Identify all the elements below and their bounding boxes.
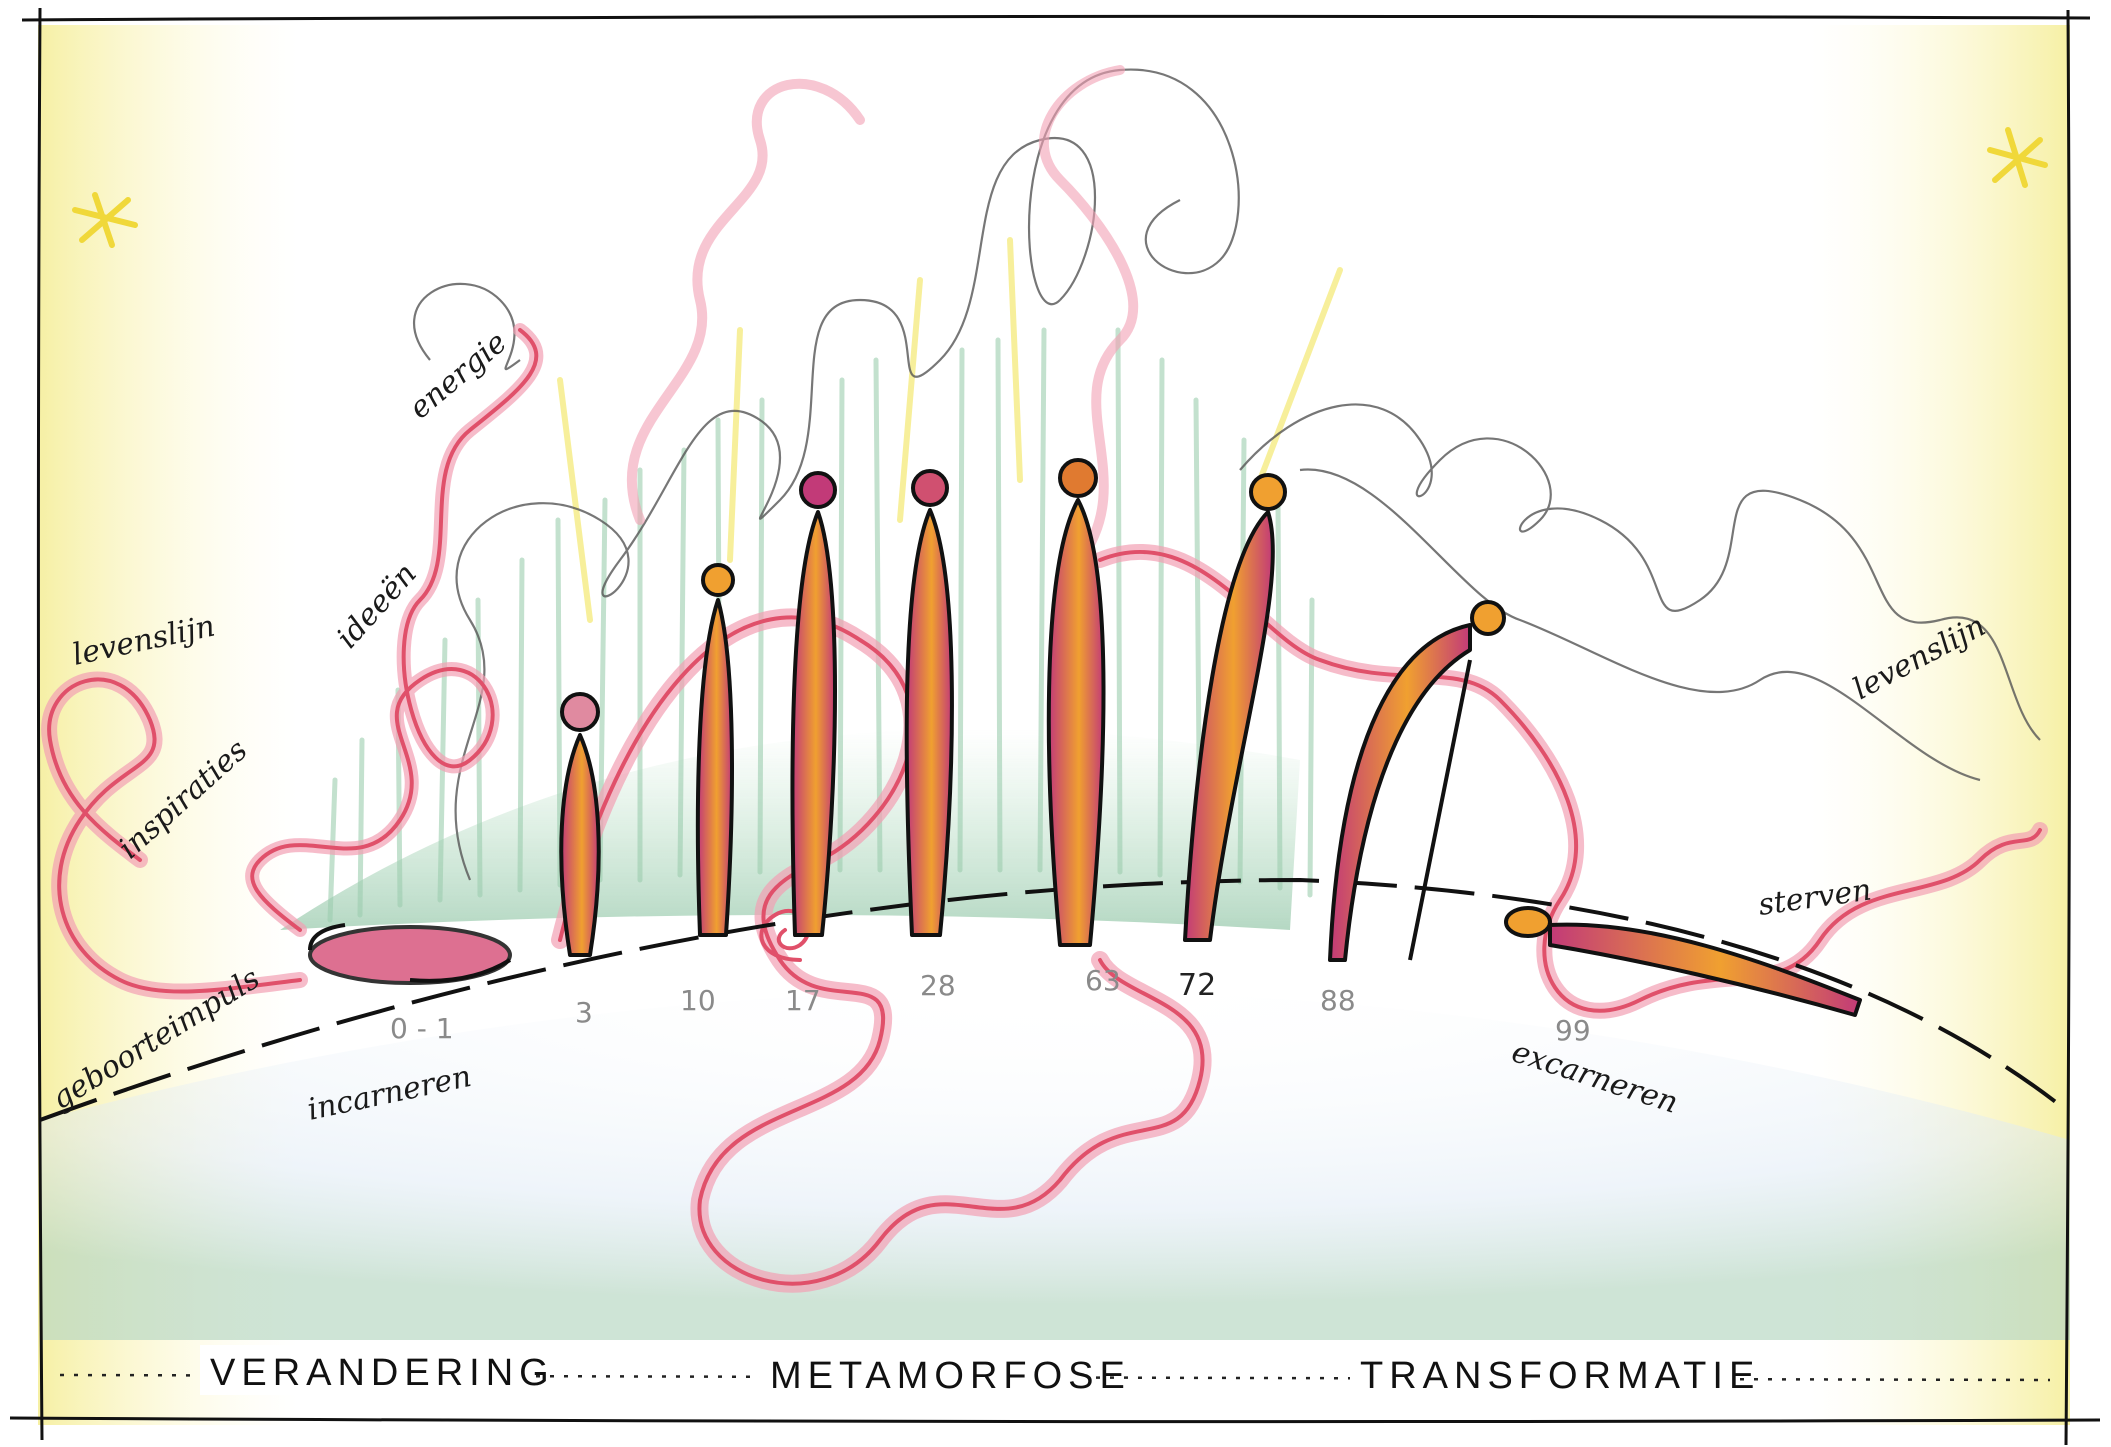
phase-labels: VERANDERING METAMORFOSE TRANSFORMATIE <box>200 1345 1760 1397</box>
phase-transformatie: TRANSFORMATIE <box>1360 1355 1760 1397</box>
phase-verandering: VERANDERING <box>210 1352 555 1394</box>
human-figure-icon <box>907 471 952 935</box>
age-label: 10 <box>680 984 716 1017</box>
human-figure-icon <box>698 565 733 935</box>
earth-shading <box>40 990 2070 1340</box>
figures <box>310 460 1860 1015</box>
phase-metamorfose: METAMORFOSE <box>770 1355 1131 1397</box>
light-rays <box>560 240 1340 620</box>
age-label: 0 - 1 <box>390 1012 454 1045</box>
human-figure-icon <box>792 473 835 935</box>
human-figure-icon <box>561 694 598 955</box>
age-label: 3 <box>575 996 593 1029</box>
human-figure-icon <box>1330 602 1504 960</box>
human-figure-icon <box>310 925 510 983</box>
age-label: 72 <box>1178 968 1216 1003</box>
age-label: 63 <box>1085 964 1121 997</box>
age-label: 17 <box>785 984 821 1017</box>
age-label: 88 <box>1320 984 1356 1017</box>
age-label: 99 <box>1555 1014 1591 1047</box>
age-label: 28 <box>920 969 956 1002</box>
